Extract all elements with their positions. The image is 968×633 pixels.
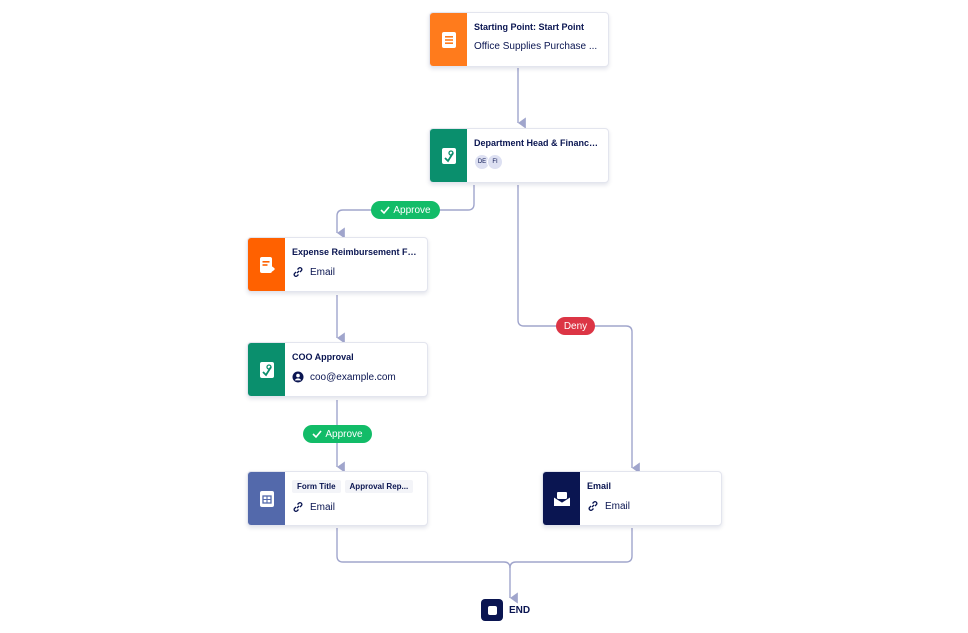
approval-icon xyxy=(430,129,467,182)
assignee-avatars: DE FI xyxy=(474,154,600,170)
link-icon xyxy=(293,502,303,512)
node-title: Email xyxy=(587,481,612,491)
node-start-point[interactable]: Starting Point: Start Point Office Suppl… xyxy=(429,12,609,67)
approval-icon xyxy=(248,343,285,396)
end-node[interactable]: END xyxy=(481,599,530,621)
approve-label: Approve xyxy=(325,428,363,440)
document-icon xyxy=(430,13,467,66)
node-coo-approval[interactable]: COO Approval coo@example.com xyxy=(247,342,428,397)
report-name-tag: Approval Rep... xyxy=(344,480,414,493)
link-pdf-end xyxy=(336,528,518,604)
check-tag-icon xyxy=(380,206,390,215)
node-department-approval[interactable]: Department Head & Finance ... DE FI xyxy=(429,128,609,183)
node-title: Department Head & Finance ... xyxy=(474,138,600,148)
node-subtitle: Email xyxy=(605,500,631,512)
node-subtitle: Email xyxy=(310,501,336,513)
node-email[interactable]: Email Email xyxy=(542,471,722,526)
form-share-icon xyxy=(248,238,285,291)
user-icon xyxy=(292,371,304,383)
node-subtitle: Email xyxy=(310,266,336,278)
node-subtitle: coo@example.com xyxy=(310,371,396,383)
avatar: FI xyxy=(487,154,503,170)
approve-branch-label[interactable]: Approve xyxy=(303,425,372,443)
node-approval-report[interactable]: Form Title Approval Rep... Email xyxy=(247,471,428,526)
link-icon xyxy=(588,501,598,511)
approve-label: Approve xyxy=(393,204,431,216)
end-label: END xyxy=(509,604,531,616)
node-title: Starting Point: Start Point xyxy=(474,22,584,32)
node-expense-form[interactable]: Expense Reimbursement Form Email xyxy=(247,237,428,292)
envelope-icon xyxy=(543,472,580,525)
form-title-tag: Form Title xyxy=(292,480,341,493)
deny-branch-label[interactable]: Deny xyxy=(556,317,595,335)
node-title: COO Approval xyxy=(292,352,354,362)
approve-branch-label[interactable]: Approve xyxy=(371,201,440,219)
link-email-end xyxy=(509,528,633,569)
link-icon xyxy=(293,267,303,277)
table-document-icon xyxy=(248,472,285,525)
node-subtitle: Office Supplies Purchase ... xyxy=(474,41,598,52)
stop-icon xyxy=(481,599,503,621)
check-tag-icon xyxy=(312,430,322,439)
node-title: Expense Reimbursement Form xyxy=(292,247,419,257)
deny-label: Deny xyxy=(563,320,588,332)
